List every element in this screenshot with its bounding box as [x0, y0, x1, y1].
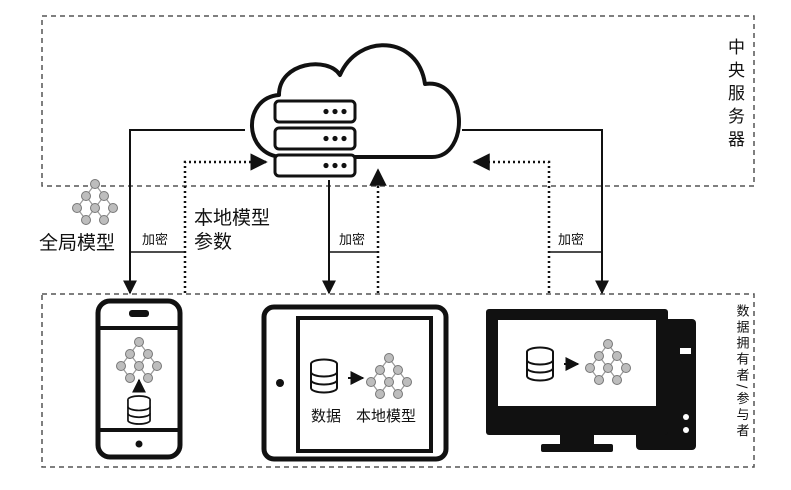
- participants-region-label: 数据拥有者/参与者: [734, 304, 750, 439]
- arrow-phone-params-to-server: [183, 153, 268, 293]
- tablet-device: [261, 304, 449, 462]
- global-model-label: 全局模型: [39, 232, 115, 254]
- server-region: [41, 15, 755, 187]
- desktop-database-icon: [526, 346, 554, 382]
- encrypt-label-left: 加密: [142, 232, 168, 248]
- tablet-database-icon: [310, 358, 338, 394]
- tablet-local-model-label: 本地模型: [356, 407, 416, 425]
- participants-region: [41, 293, 755, 468]
- arrow-desktop-params-to-server: [472, 153, 551, 293]
- phone-database-icon: [127, 395, 151, 425]
- encrypt-label-mid: 加密: [339, 232, 365, 248]
- server-icon: [273, 99, 357, 178]
- local-params-label-line1: 本地模型: [194, 207, 270, 229]
- tablet-data-label: 数据: [311, 407, 341, 425]
- server-region-label: 中央服务器: [724, 38, 745, 153]
- arrow-global-to-phone: [123, 129, 245, 295]
- desktop-monitor: [486, 309, 668, 452]
- encrypt-label-right: 加密: [558, 232, 584, 248]
- local-params-label-line2: 参数: [194, 231, 232, 253]
- phone-device: [95, 298, 183, 460]
- arrow-global-to-desktop: [462, 129, 609, 295]
